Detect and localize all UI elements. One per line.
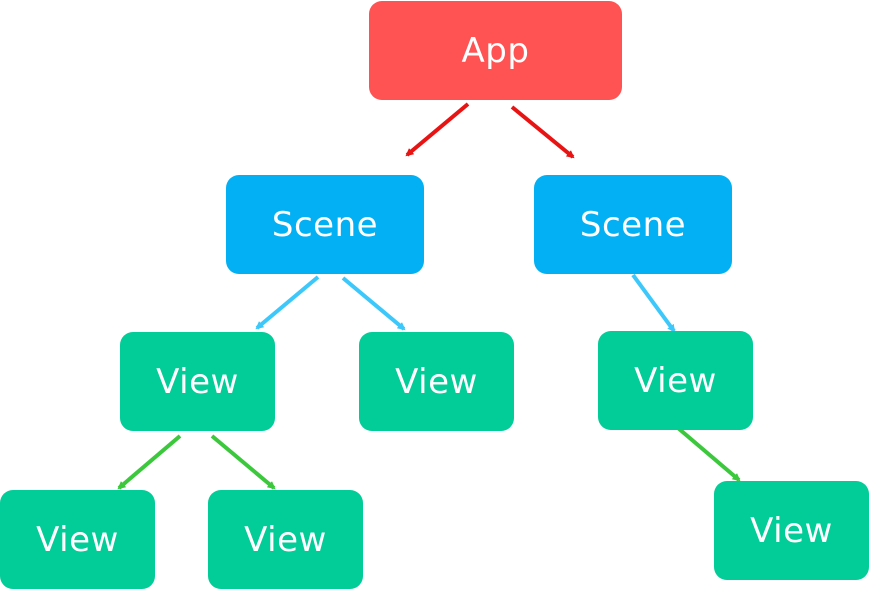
node-view-1: View bbox=[120, 332, 275, 431]
edge-view-3-to-view-6 bbox=[676, 426, 741, 482]
node-view-3: View bbox=[598, 331, 753, 430]
edge-scene-left-to-view-2 bbox=[341, 276, 406, 331]
node-label: Scene bbox=[579, 204, 687, 245]
edge-view-1-to-view-5 bbox=[210, 434, 276, 490]
node-label: View bbox=[395, 361, 478, 402]
node-view-5: View bbox=[208, 490, 363, 589]
node-label: View bbox=[244, 519, 327, 560]
node-view-2: View bbox=[359, 332, 514, 431]
node-label: App bbox=[461, 30, 530, 71]
node-label: View bbox=[634, 360, 717, 401]
edge-view-1-to-view-4 bbox=[117, 434, 182, 490]
edge-scene-right-to-view-3 bbox=[631, 273, 676, 333]
node-app: App bbox=[369, 1, 622, 100]
node-scene-right: Scene bbox=[534, 175, 732, 274]
edge-scene-left-to-view-1 bbox=[255, 275, 320, 330]
edge-app-to-scene-left bbox=[405, 102, 470, 157]
edge-app-to-scene-right bbox=[510, 105, 575, 159]
node-view-4: View bbox=[0, 490, 155, 589]
node-view-6: View bbox=[714, 481, 869, 580]
node-scene-left: Scene bbox=[226, 175, 424, 274]
node-label: Scene bbox=[271, 204, 379, 245]
node-label: View bbox=[750, 510, 833, 551]
node-label: View bbox=[36, 519, 119, 560]
node-label: View bbox=[156, 361, 239, 402]
